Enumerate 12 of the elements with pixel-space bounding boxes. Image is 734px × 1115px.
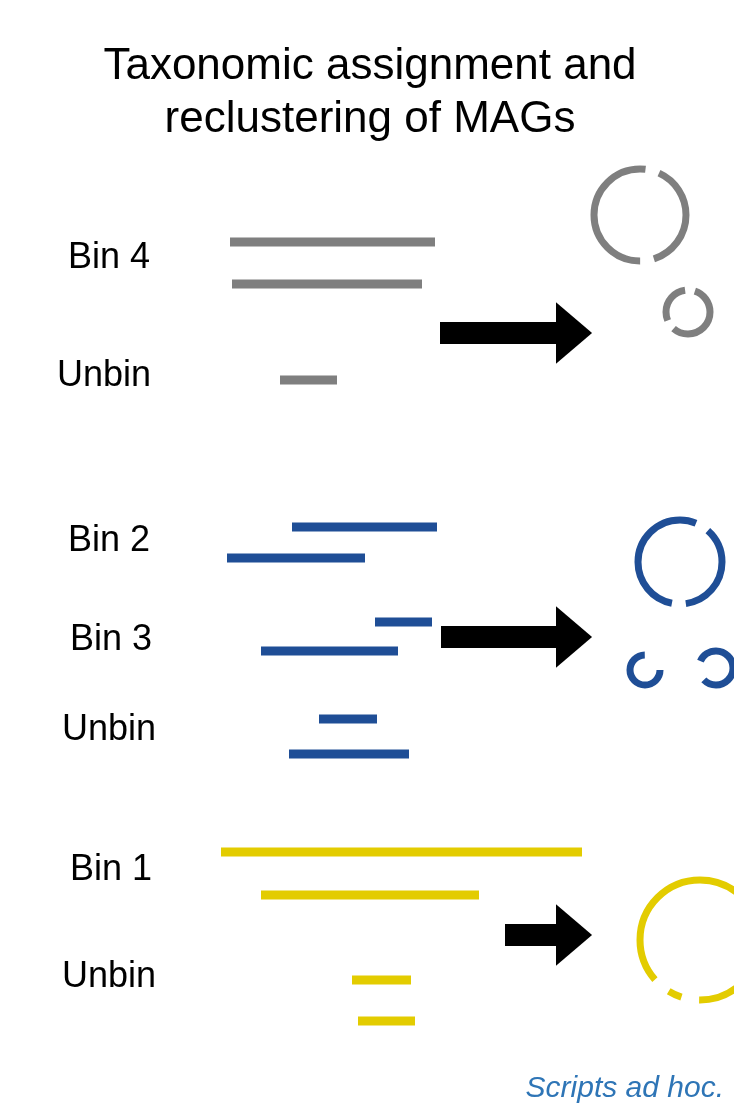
caption: Scripts ad hoc. [525,1070,724,1104]
contig-label: Bin 4 [68,238,151,274]
block-arrow [441,606,593,668]
block-arrow [440,302,593,364]
title: Taxonomic assignment and reclustering of MAGs [102,38,638,143]
contig-label: Unbin [62,710,157,746]
contig-label: Bin 1 [70,850,153,886]
contig-label: Bin 2 [68,521,151,557]
block-arrow [505,904,593,966]
contig-label: Bin 3 [70,620,153,656]
contig-label: Unbin [57,356,152,392]
contig-label: Unbin [62,957,157,993]
